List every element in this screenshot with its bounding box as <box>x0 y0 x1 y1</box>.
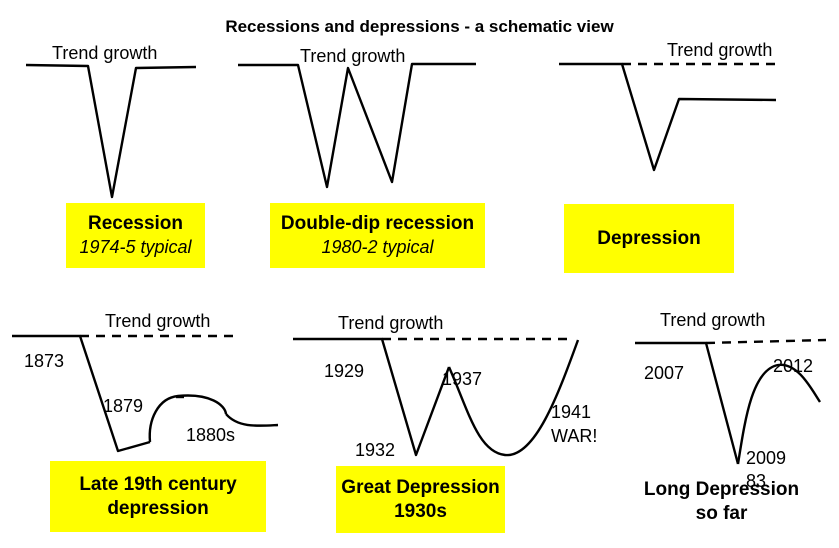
great-recovery <box>447 339 580 457</box>
long-label-83: 83 <box>746 471 767 491</box>
trend-label-long: Trend growth <box>660 310 766 330</box>
trend-label-double-dip: Trend growth <box>300 46 406 66</box>
recession-curve <box>25 63 197 199</box>
long-heading-line1: Long Depression <box>643 479 800 501</box>
late19-label-1879: 1879 <box>103 396 144 416</box>
double-dip-curve <box>238 62 476 189</box>
diagram-title: Recessions and depressions - a schematic… <box>225 17 614 36</box>
double-dip-heading: Double-dip recession <box>280 213 475 235</box>
late19-label-1880s: 1880s <box>186 425 236 445</box>
late19-caption-box: Late 19th century depression <box>50 461 266 532</box>
trend-label-late19: Trend growth <box>105 311 211 331</box>
great-label-1932: 1932 <box>355 440 396 460</box>
long-recovery <box>736 363 821 465</box>
double-dip-caption-box: Double-dip recession 1980-2 typical <box>270 203 485 268</box>
trend-label-depression: Trend growth <box>667 40 773 60</box>
long-label-2007: 2007 <box>644 363 685 383</box>
recession-caption-box: Recession 1974-5 typical <box>66 203 205 268</box>
recession-subtitle: 1974-5 typical <box>79 237 192 258</box>
great-heading-line1: Great Depression <box>341 476 500 498</box>
trend-label-recession: Trend growth <box>52 43 158 63</box>
late19-heading-line1: Late 19th century <box>79 473 237 495</box>
great-curve <box>293 337 451 457</box>
late19-heading-line2: depression <box>107 497 209 519</box>
long-label-2009: 2009 <box>746 448 787 468</box>
great-label-war: WAR! <box>551 426 598 446</box>
long-curve <box>635 341 740 465</box>
great-heading-line2: 1930s <box>394 500 447 522</box>
great-caption-box: Great Depression 1930s <box>336 466 505 533</box>
depression-curve <box>559 62 777 172</box>
double-dip-subtitle: 1980-2 typical <box>321 237 434 258</box>
great-label-1937: 1937 <box>442 369 483 389</box>
long-trend-dashed <box>705 338 827 345</box>
great-label-1929: 1929 <box>324 361 365 381</box>
great-label-1941: 1941 <box>551 402 592 422</box>
depression-caption-box: Depression <box>564 204 734 273</box>
long-label-2012: 2012 <box>773 356 814 376</box>
late19-label-1873: 1873 <box>24 351 65 371</box>
long-caption-box: Long Depression so far <box>622 471 821 533</box>
depression-heading: Depression <box>597 227 701 249</box>
long-heading-line2: so far <box>695 503 748 524</box>
trend-label-great: Trend growth <box>338 313 444 333</box>
recession-heading: Recession <box>87 213 184 235</box>
late19-tail <box>225 413 279 427</box>
late19-curve <box>12 334 151 453</box>
